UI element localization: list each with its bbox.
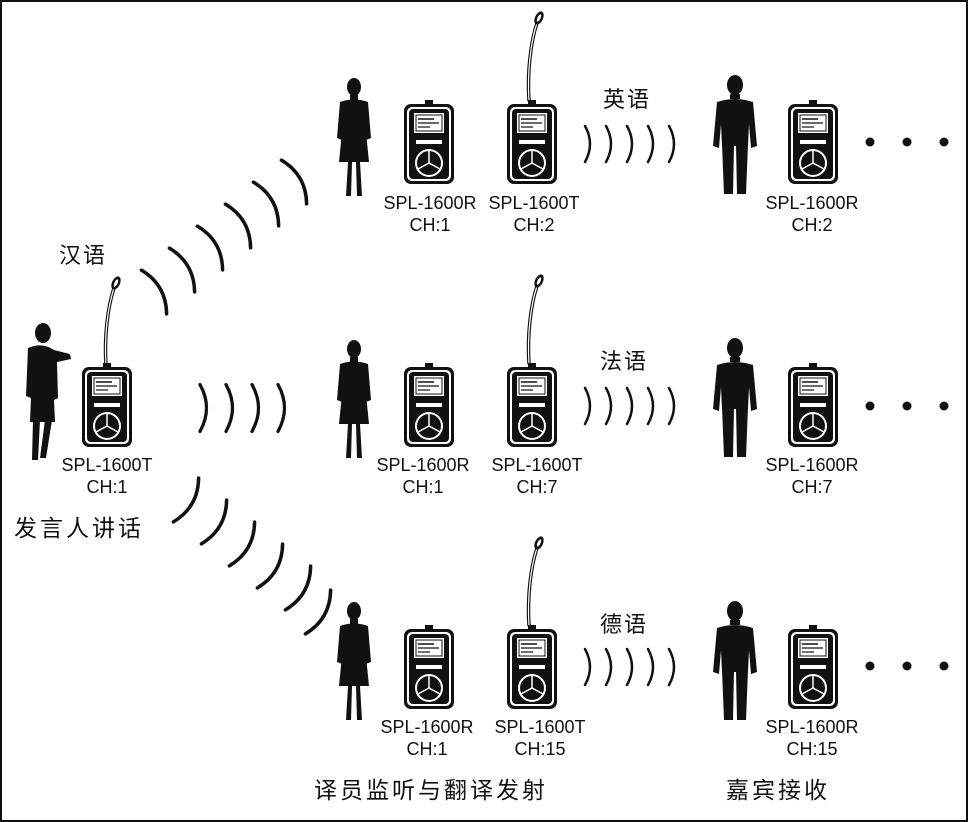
row-language-label: 英语 — [603, 88, 652, 113]
ellipsis-icon — [865, 661, 949, 671]
guest-receiver-channel: CH:2 — [791, 215, 833, 235]
speaker-language-label: 汉语 — [59, 244, 108, 269]
speaker-device-model: SPL-1600T — [61, 455, 153, 475]
interpreter-transmitter-channel: CH:15 — [514, 739, 566, 759]
transmitter-device-icon — [506, 624, 558, 710]
interpreter-figure-icon — [337, 78, 371, 196]
guest-receiver-channel: CH:7 — [791, 477, 833, 497]
gooseneck-mic-icon — [526, 271, 548, 366]
radio-wave-icon — [583, 386, 676, 426]
radio-wave-icon — [139, 154, 339, 640]
row-language-label: 法语 — [600, 350, 649, 375]
guest-figure-icon — [713, 601, 757, 720]
interpreter-caption: 译员监听与翻译发射 — [314, 778, 548, 804]
receiver-device-icon — [403, 362, 455, 448]
guest-figure-icon — [713, 75, 757, 194]
guest-caption: 嘉宾接收 — [726, 778, 830, 804]
interpreter-transmitter-channel: CH:2 — [513, 215, 555, 235]
interpreter-receiver-model: SPL-1600R — [380, 717, 474, 737]
guest-receiver-channel: CH:15 — [786, 739, 838, 759]
speaker-figure-icon — [26, 323, 71, 460]
ellipsis-icon — [865, 137, 949, 147]
guest-receiver-model: SPL-1600R — [765, 455, 859, 475]
radio-wave-icon — [583, 647, 676, 687]
interpreter-receiver-channel: CH:1 — [409, 215, 451, 235]
transmitter-device-icon — [506, 362, 558, 448]
interpreter-receiver-channel: CH:1 — [402, 477, 444, 497]
receiver-device-icon — [403, 99, 455, 185]
interpreter-figure-icon — [337, 602, 371, 720]
radio-wave-icon — [583, 124, 676, 164]
transmitter-device-icon — [506, 99, 558, 185]
speaker-device-channel: CH:1 — [86, 477, 128, 497]
ellipsis-icon — [865, 401, 949, 411]
interpreter-receiver-channel: CH:1 — [406, 739, 448, 759]
gooseneck-mic-icon — [526, 8, 548, 103]
receiver-device-icon — [787, 99, 839, 185]
receiver-device-icon — [403, 624, 455, 710]
speaker-transmitter-icon — [81, 273, 133, 448]
interpreter-transmitter-model: SPL-1600T — [488, 193, 580, 213]
guest-figure-icon — [713, 338, 757, 457]
guest-receiver-model: SPL-1600R — [765, 717, 859, 737]
gooseneck-mic-icon — [526, 533, 548, 628]
guest-receiver-model: SPL-1600R — [765, 193, 859, 213]
interpreter-receiver-model: SPL-1600R — [383, 193, 477, 213]
interpreter-transmitter-channel: CH:7 — [516, 477, 558, 497]
row-language-label: 德语 — [600, 613, 649, 638]
interpreter-transmitter-model: SPL-1600T — [491, 455, 583, 475]
speaker-caption: 发言人讲话 — [14, 516, 144, 542]
interpreter-transmitter-model: SPL-1600T — [494, 717, 586, 737]
interpreter-figure-icon — [337, 340, 371, 458]
receiver-device-icon — [787, 624, 839, 710]
interpreter-receiver-model: SPL-1600R — [376, 455, 470, 475]
receiver-device-icon — [787, 362, 839, 448]
